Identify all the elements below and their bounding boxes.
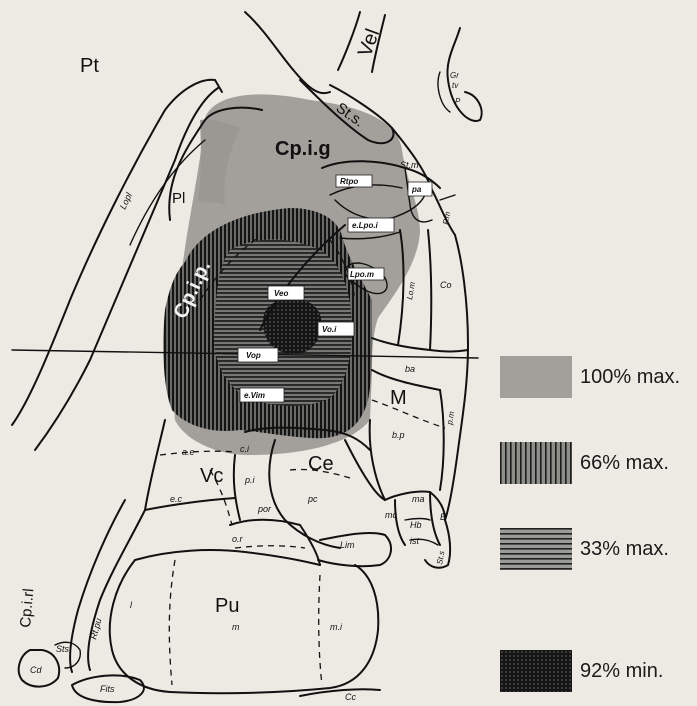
legend-swatch-100-max (500, 356, 572, 398)
label-lim: Lim (340, 540, 355, 550)
label-p: P (455, 97, 461, 106)
legend-swatch-92-min (500, 650, 572, 692)
label-cc: Cc (345, 692, 356, 702)
label-pc: pc (307, 494, 318, 504)
label-por: por (257, 504, 272, 514)
tag-vim: e.Vim (244, 391, 265, 400)
label-sts2: St.s (435, 550, 446, 565)
tag-vop: Vop (246, 351, 261, 360)
tag-lpom: Lpo.m (350, 270, 374, 279)
label-or: o.r (232, 534, 244, 544)
label-cpirl: Cp.i.rl (17, 588, 37, 629)
legend-label-92-min: 92% min. (580, 660, 663, 683)
label-pum: m (232, 622, 240, 632)
label-ci: c.i (240, 444, 250, 454)
label-rtpu: Rt.pu (88, 617, 103, 640)
label-pm: P.m (441, 210, 452, 225)
label-e: E (440, 512, 447, 522)
tag-veo: Veo (274, 289, 288, 298)
label-gr2: tv (452, 81, 459, 90)
label-vc: Vc (200, 465, 223, 487)
label-mi: m.i (330, 622, 343, 632)
legend-item-100-max: 100% max. (500, 356, 697, 400)
label-vel: Vel (354, 26, 384, 60)
label-sts3: Sts (56, 644, 70, 654)
label-hb: Hb (410, 520, 422, 530)
label-stm: St.m (400, 160, 419, 170)
label-ist: ist (410, 536, 419, 546)
label-pt: Pt (80, 55, 99, 77)
tag-lpoi: e.Lpo.i (352, 221, 379, 230)
legend-label-100-max: 100% max. (580, 366, 680, 389)
label-ce: Ce (308, 453, 334, 475)
legend-item-33-max: 33% max. (500, 528, 697, 572)
label-ma: ma (412, 494, 425, 504)
label-cd: Cd (30, 665, 42, 675)
label-bp: b.p (392, 430, 405, 440)
legend-swatch-33-max (500, 528, 572, 570)
label-pl: Pl (172, 190, 185, 207)
tag-voi: Vo.i (322, 325, 337, 334)
label-lom: Lo.m (405, 281, 417, 300)
label-pm2: p.m (445, 410, 456, 426)
label-ba: ba (405, 364, 415, 374)
label-ae: a.e (182, 447, 195, 457)
legend-label-66-max: 66% max. (580, 452, 669, 475)
label-pu: Pu (215, 595, 239, 617)
label-cpig: Cp.i.g (275, 138, 331, 160)
label-mc: mc (385, 510, 397, 520)
label-ec: e.c (170, 494, 183, 504)
tag-rtpo: Rtpo (340, 177, 358, 186)
label-fits: Fits (100, 684, 115, 694)
legend-label-33-max: 33% max. (580, 538, 669, 561)
label-m: M (390, 387, 407, 409)
label-pi: p.i (244, 475, 256, 485)
legend-item-92-min: 92% min. (500, 650, 697, 694)
label-co: Co (440, 280, 452, 290)
legend-swatch-66-max (500, 442, 572, 484)
legend: 100% max. 66% max. 33% max. 92% min. (500, 356, 697, 706)
label-gr: Gr (450, 71, 459, 80)
legend-item-66-max: 66% max. (500, 442, 697, 486)
label-i: l (130, 600, 133, 610)
tag-pa: pa (411, 185, 422, 194)
